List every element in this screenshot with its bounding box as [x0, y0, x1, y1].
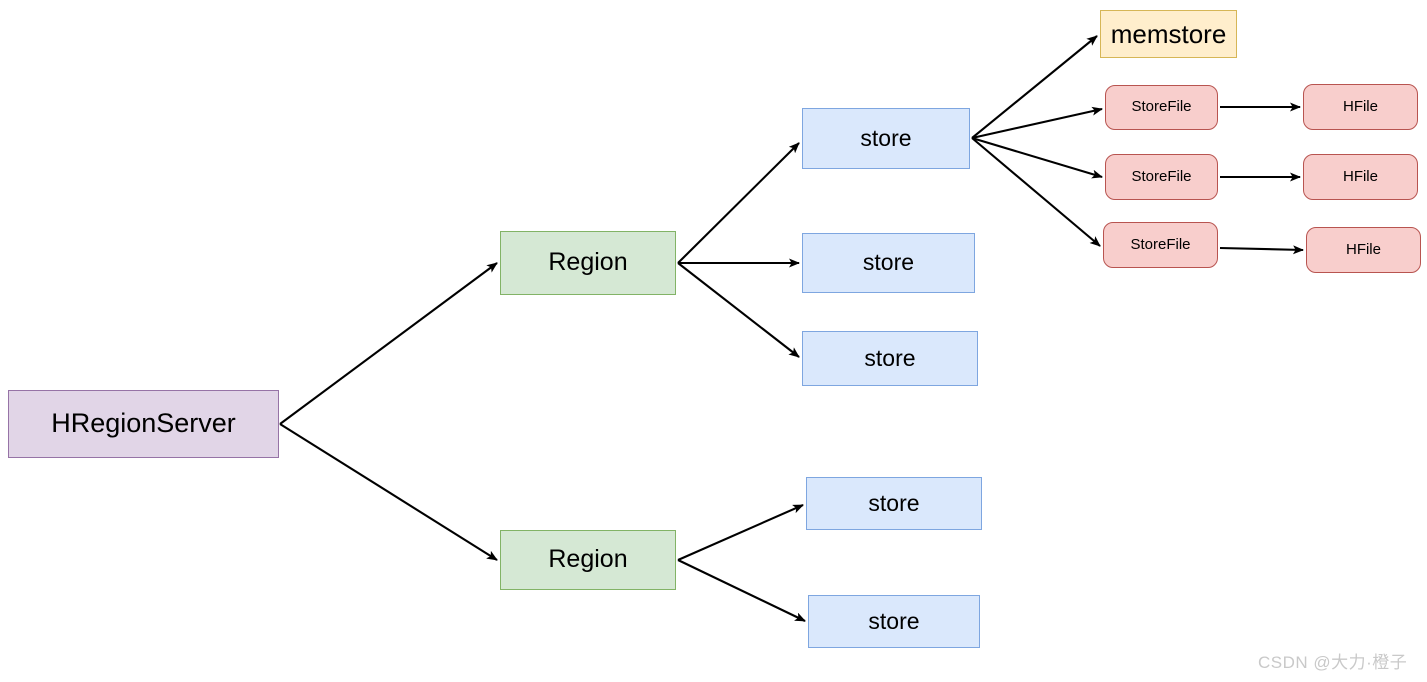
edge-store-1-storefile-1	[971, 106, 1103, 140]
node-store-5-label: store	[868, 607, 920, 634]
csdn-watermark: CSDN @大力·橙子	[1258, 653, 1408, 672]
node-hfile-2-label: HFile	[1342, 167, 1378, 185]
node-store-1[interactable]: store	[802, 108, 970, 169]
node-hfile-1-label: HFile	[1342, 97, 1378, 115]
node-storefile-1-label: StoreFile	[1131, 98, 1192, 116]
node-store-2[interactable]: store	[802, 233, 975, 293]
node-region-bottom-label: Region	[548, 545, 628, 574]
node-region-top-label: Region	[548, 248, 628, 277]
node-storefile-3-label: StoreFile	[1130, 235, 1191, 253]
edge-store-1-memstore	[971, 35, 1098, 139]
node-memstore-label: memstore	[1110, 18, 1227, 49]
edge-region-bottom-store-5	[677, 559, 806, 622]
edge-hregionserver-region-bottom	[279, 423, 498, 561]
node-storefile-2[interactable]: StoreFile	[1105, 154, 1218, 200]
edge-region-top-store-1	[677, 142, 800, 264]
edge-region-bottom-store-4	[677, 504, 804, 561]
node-hregionserver[interactable]: HRegionServer	[8, 390, 279, 458]
node-store-5[interactable]: store	[808, 595, 980, 648]
node-storefile-1[interactable]: StoreFile	[1105, 85, 1218, 130]
node-hfile-3-label: HFile	[1345, 240, 1381, 258]
edge-hregionserver-region-top	[279, 262, 498, 425]
edge-storefile-3-hfile-3	[1219, 245, 1304, 255]
node-store-4-label: store	[868, 489, 920, 516]
node-memstore[interactable]: memstore	[1100, 10, 1237, 58]
node-hfile-1[interactable]: HFile	[1303, 84, 1418, 130]
node-hfile-3[interactable]: HFile	[1306, 227, 1421, 273]
edge-store-1-storefile-3	[971, 137, 1101, 247]
node-storefile-2-label: StoreFile	[1131, 167, 1192, 185]
node-store-3[interactable]: store	[802, 331, 978, 386]
node-region-bottom[interactable]: Region	[500, 530, 676, 590]
node-store-1-label: store	[860, 124, 912, 151]
node-store-2-label: store	[862, 249, 915, 276]
node-storefile-3[interactable]: StoreFile	[1103, 222, 1218, 268]
node-hregionserver-label: HRegionServer	[51, 408, 236, 439]
edge-region-top-store-3	[677, 262, 800, 358]
node-store-3-label: store	[864, 344, 916, 371]
node-hfile-2[interactable]: HFile	[1303, 154, 1418, 200]
node-store-4[interactable]: store	[806, 477, 982, 530]
edge-store-1-storefile-2	[971, 136, 1103, 179]
node-region-top[interactable]: Region	[500, 231, 676, 295]
